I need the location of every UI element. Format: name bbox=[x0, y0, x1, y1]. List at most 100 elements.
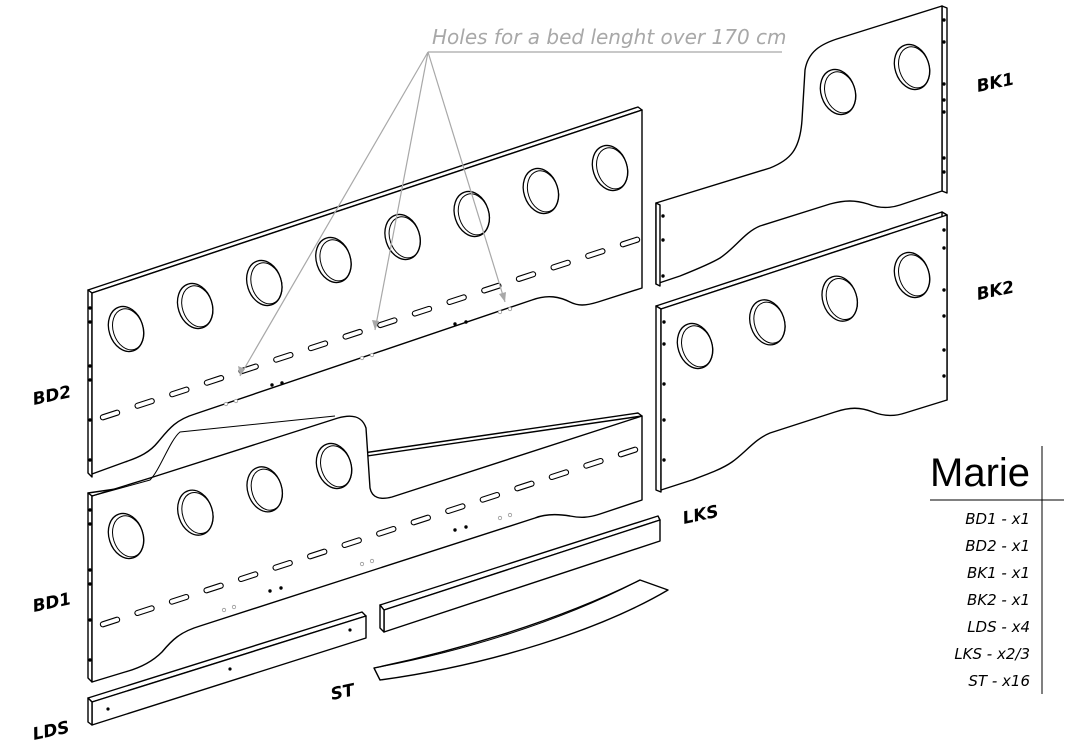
st-slat bbox=[373, 579, 669, 681]
bk2-board bbox=[655, 211, 948, 493]
dowel-hole bbox=[231, 604, 237, 610]
dowel-hole bbox=[662, 418, 666, 422]
porthole-inner bbox=[112, 515, 145, 558]
porthole-inner bbox=[181, 285, 214, 328]
slat-slot bbox=[410, 514, 431, 526]
dowel-hole bbox=[88, 618, 92, 622]
slat-slot bbox=[203, 582, 224, 594]
slat-slot bbox=[446, 294, 467, 306]
bd1-board bbox=[87, 412, 643, 683]
porthole-inner bbox=[457, 193, 491, 236]
bk2-face bbox=[660, 214, 948, 491]
porthole-inner bbox=[112, 308, 145, 351]
dowel-hole bbox=[507, 306, 513, 312]
bd1-slot-group bbox=[99, 446, 639, 628]
porthole-inner bbox=[898, 46, 931, 89]
leader-arrowhead bbox=[372, 320, 379, 330]
slat-slot bbox=[514, 480, 535, 492]
dowel-hole bbox=[88, 306, 92, 310]
parts-list-item: ST - x16 bbox=[968, 672, 1030, 690]
slat-slot bbox=[341, 537, 362, 549]
slat-slot bbox=[273, 351, 294, 363]
dowel-hole bbox=[661, 274, 665, 278]
dowel-hole bbox=[942, 18, 946, 22]
bk1-front-edge bbox=[655, 202, 661, 287]
dowel-hole bbox=[88, 458, 92, 462]
slat-slot bbox=[376, 525, 397, 537]
dowel-hole bbox=[942, 314, 946, 318]
label-lks: LKS bbox=[681, 502, 721, 529]
slat-slot bbox=[411, 305, 433, 317]
slat-slot bbox=[169, 386, 190, 398]
dowel-hole bbox=[662, 458, 666, 462]
slat-slot bbox=[168, 593, 190, 605]
dowel-hole bbox=[942, 348, 946, 352]
label-bk1: BK1 bbox=[975, 69, 1016, 96]
bd1-raised-outline bbox=[91, 415, 336, 497]
dowel-hole bbox=[942, 82, 946, 86]
dowel-hole bbox=[223, 401, 229, 407]
label-st: ST bbox=[329, 680, 358, 705]
bd1-porthole-group bbox=[107, 442, 353, 560]
slat-slot bbox=[237, 571, 259, 583]
lds-hole bbox=[348, 628, 352, 632]
bk2-front-edge bbox=[655, 305, 662, 493]
dowel-hole bbox=[88, 568, 92, 572]
dowel-hole bbox=[221, 607, 227, 613]
label-bk2: BK2 bbox=[975, 277, 1016, 304]
dowel-hole bbox=[942, 156, 946, 160]
product-title: Marie bbox=[930, 451, 1030, 495]
slat-slot bbox=[481, 282, 502, 294]
dowel-hole bbox=[88, 658, 92, 662]
dowel-hole bbox=[88, 364, 92, 368]
slat-slot bbox=[550, 259, 571, 271]
bk2-porthole-group bbox=[676, 251, 931, 370]
porthole-inner bbox=[681, 325, 714, 368]
lds-rail bbox=[87, 611, 367, 726]
slat-slot bbox=[585, 248, 606, 259]
dowel-hole bbox=[88, 320, 92, 324]
dowel-hole bbox=[270, 383, 274, 387]
slat-slot bbox=[377, 317, 398, 329]
slat-slot bbox=[307, 340, 329, 352]
bd2-board bbox=[87, 106, 643, 478]
slat-slot bbox=[307, 548, 328, 560]
porthole-inner bbox=[181, 491, 214, 535]
bd2-side-edge bbox=[87, 289, 93, 478]
dowel-hole bbox=[268, 589, 272, 593]
bk2-dowel-holes bbox=[662, 228, 946, 462]
dowel-hole bbox=[942, 170, 946, 174]
lks-end bbox=[379, 604, 385, 633]
dowel-hole bbox=[464, 525, 468, 529]
leader-line bbox=[427, 51, 506, 303]
bk1-face bbox=[655, 5, 943, 285]
bd2-face bbox=[91, 109, 643, 475]
dowel-hole bbox=[942, 228, 946, 232]
dowel-hole bbox=[507, 512, 513, 518]
dowel-hole bbox=[359, 561, 365, 567]
dowel-hole bbox=[369, 352, 375, 358]
bd1-face bbox=[91, 415, 643, 683]
slat-slot bbox=[203, 375, 225, 386]
parts-list-item: BD1 - x1 bbox=[965, 510, 1030, 528]
dowel-hole bbox=[661, 214, 665, 218]
slat-slot bbox=[548, 469, 570, 481]
dowel-hole bbox=[453, 528, 457, 532]
dowel-hole bbox=[942, 110, 946, 114]
dowel-hole bbox=[497, 515, 503, 521]
parts-list-item: BK2 - x1 bbox=[967, 591, 1030, 609]
dowel-hole bbox=[88, 522, 92, 526]
slat-slot bbox=[479, 491, 501, 503]
leader-line bbox=[374, 51, 429, 331]
slat-slot bbox=[342, 328, 363, 340]
porthole-inner bbox=[250, 262, 283, 305]
leader-arrowhead bbox=[499, 292, 506, 302]
lds-hole bbox=[228, 667, 232, 671]
leader-line bbox=[239, 51, 429, 377]
porthole-inner bbox=[825, 277, 859, 321]
dowel-hole bbox=[464, 320, 468, 324]
porthole-inner bbox=[388, 216, 421, 259]
label-bd2: BD2 bbox=[31, 382, 73, 410]
